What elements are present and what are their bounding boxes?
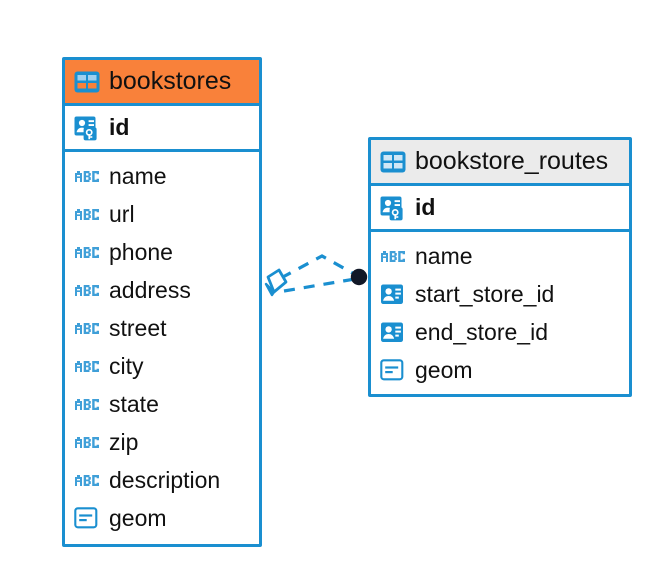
field-label-url: url [109,200,135,227]
field-label-name: name [109,162,167,189]
abc-text-icon [74,318,100,338]
abc-text-icon [380,246,406,266]
relationship-line-upper [280,254,357,280]
field-row-address[interactable]: address [65,271,259,309]
field-label-start-store-id: start_store_id [415,280,555,307]
field-row-end-store-id[interactable]: end_store_id [371,313,629,351]
field-row-description[interactable]: description [65,461,259,499]
field-row-url[interactable]: url [65,195,259,233]
diamond-marker [264,268,288,297]
primary-key-icon [74,115,100,141]
field-row-id[interactable]: id [65,106,259,152]
entity-bookstore-routes-title: bookstore_routes [415,147,609,175]
field-label-street: street [109,314,167,341]
entity-bookstore-routes-field-list: name start_store_id [371,232,629,395]
field-row-street[interactable]: street [65,309,259,347]
field-row-city[interactable]: city [65,347,259,385]
abc-text-icon [74,470,100,490]
geometry-icon [74,506,100,530]
abc-text-icon [74,204,100,224]
field-label-phone: phone [109,238,173,265]
abc-text-icon [74,280,100,300]
field-label-id: id [109,114,130,140]
field-row-name[interactable]: name [65,157,259,195]
foreign-key-icon [380,319,406,345]
table-icon [74,71,100,93]
relationship-line-lower [283,277,356,293]
field-row-phone[interactable]: phone [65,233,259,271]
field-row-start-store-id[interactable]: start_store_id [371,275,629,313]
field-label-city: city [109,352,144,379]
primary-key-icon [380,195,406,221]
entity-bookstores-header[interactable]: bookstores [65,60,259,106]
entity-bookstores-title: bookstores [109,67,232,95]
entity-bookstore-routes[interactable]: bookstore_routes id [368,137,632,397]
field-label-zip: zip [109,428,139,455]
field-label-geom: geom [109,504,167,531]
field-label-routes-geom: geom [415,356,473,383]
field-row-routes-id[interactable]: id [371,186,629,232]
field-row-routes-name[interactable]: name [371,237,629,275]
filled-circle-marker [350,268,368,286]
field-row-routes-geom[interactable]: geom [371,351,629,389]
table-icon [380,151,406,173]
field-row-geom[interactable]: geom [65,499,259,537]
field-label-description: description [109,466,221,493]
field-label-routes-id: id [415,194,436,220]
entity-bookstore-routes-header[interactable]: bookstore_routes [371,140,629,186]
field-row-zip[interactable]: zip [65,423,259,461]
geometry-icon [380,358,406,382]
entity-bookstores[interactable]: bookstores id [62,57,262,547]
field-label-end-store-id: end_store_id [415,318,548,345]
foreign-key-icon [380,281,406,307]
abc-text-icon [74,242,100,262]
field-label-routes-name: name [415,242,473,269]
field-label-state: state [109,390,159,417]
entity-bookstores-field-list: name url [65,152,259,543]
abc-text-icon [74,432,100,452]
field-row-state[interactable]: state [65,385,259,423]
abc-text-icon [74,166,100,186]
abc-text-icon [74,394,100,414]
abc-text-icon [74,356,100,376]
field-label-address: address [109,276,191,303]
